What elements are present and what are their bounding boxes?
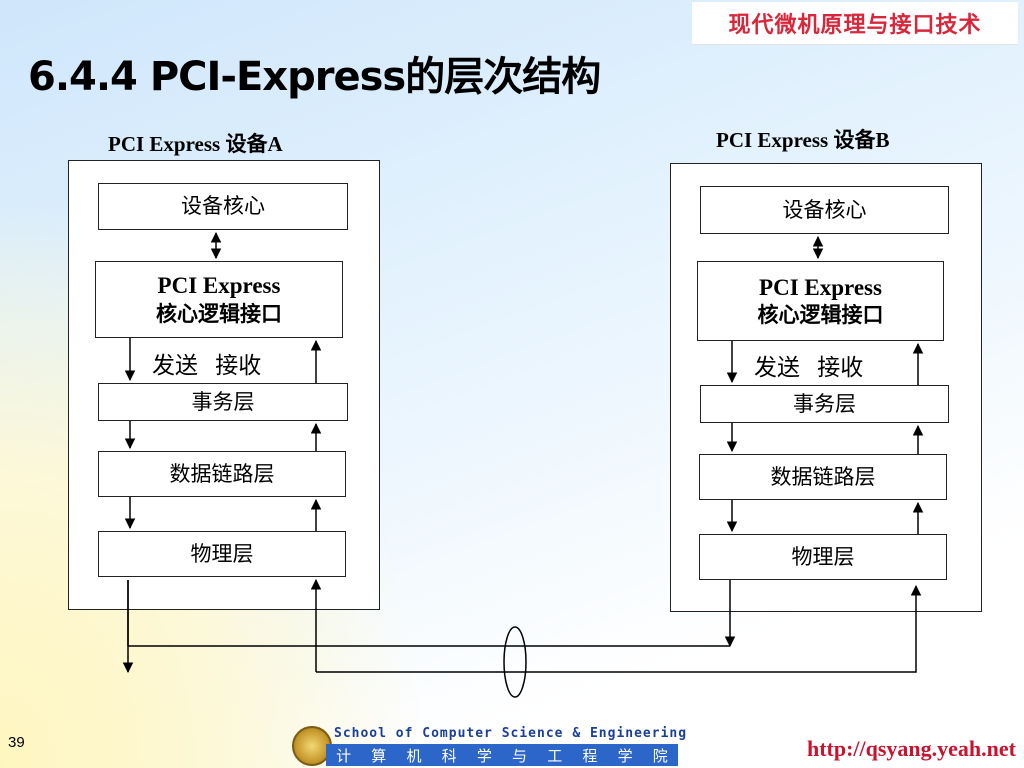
device-b-transaction-layer: 事务层 bbox=[700, 385, 949, 423]
device-a-send-receive: 发送 接收 bbox=[152, 353, 262, 379]
device-a-logic-line2: 核心逻辑接口 bbox=[156, 301, 282, 326]
school-cn-char: 科 bbox=[441, 746, 457, 765]
course-banner: 现代微机原理与接口技术 bbox=[692, 2, 1018, 45]
school-band: School of Computer Science & Engineering… bbox=[292, 724, 686, 768]
school-cn-char: 程 bbox=[582, 746, 598, 765]
school-cn-char: 院 bbox=[652, 746, 668, 765]
device-a-transaction-layer: 事务层 bbox=[98, 383, 348, 421]
device-b-logic-interface: PCI Express 核心逻辑接口 bbox=[697, 261, 944, 341]
school-cn-char: 与 bbox=[512, 746, 528, 765]
site-url-link[interactable]: http://qsyang.yeah.net bbox=[806, 736, 1016, 761]
school-cn-char: 学 bbox=[617, 746, 633, 765]
device-a-logic-line1: PCI Express bbox=[157, 273, 281, 298]
device-b-logic-line1: PCI Express bbox=[759, 274, 882, 300]
device-b-label: PCI Express 设备B bbox=[716, 128, 890, 152]
school-cn-char: 学 bbox=[476, 746, 492, 765]
page-number: 39 bbox=[8, 734, 25, 751]
device-b-data-link-layer: 数据链路层 bbox=[699, 454, 947, 500]
school-cn-char: 计 bbox=[336, 746, 352, 765]
device-a-label: PCI Express 设备A bbox=[108, 132, 283, 156]
lane-ellipse bbox=[503, 626, 527, 698]
device-a-data-link-layer: 数据链路层 bbox=[98, 451, 346, 497]
device-a-logic-interface: PCI Express 核心逻辑接口 bbox=[95, 261, 343, 338]
school-cn-char: 机 bbox=[406, 746, 422, 765]
link-a-to-b bbox=[316, 584, 922, 673]
device-b-physical-layer: 物理层 bbox=[699, 534, 947, 580]
school-name-cn: 计 算 机 科 学 与 工 程 学 院 bbox=[326, 744, 678, 766]
device-b-logic-line2: 核心逻辑接口 bbox=[757, 303, 884, 328]
device-a-core: 设备核心 bbox=[98, 183, 348, 230]
device-b-core: 设备核心 bbox=[700, 186, 949, 234]
device-a-physical-layer: 物理层 bbox=[98, 531, 346, 577]
school-cn-char: 算 bbox=[371, 746, 387, 765]
page-title: 6.4.4 PCI-Express的层次结构 bbox=[28, 54, 601, 100]
school-cn-char: 工 bbox=[547, 746, 563, 765]
school-name-en: School of Computer Science & Engineering bbox=[334, 726, 688, 741]
device-b-send-receive: 发送 接收 bbox=[754, 355, 864, 381]
